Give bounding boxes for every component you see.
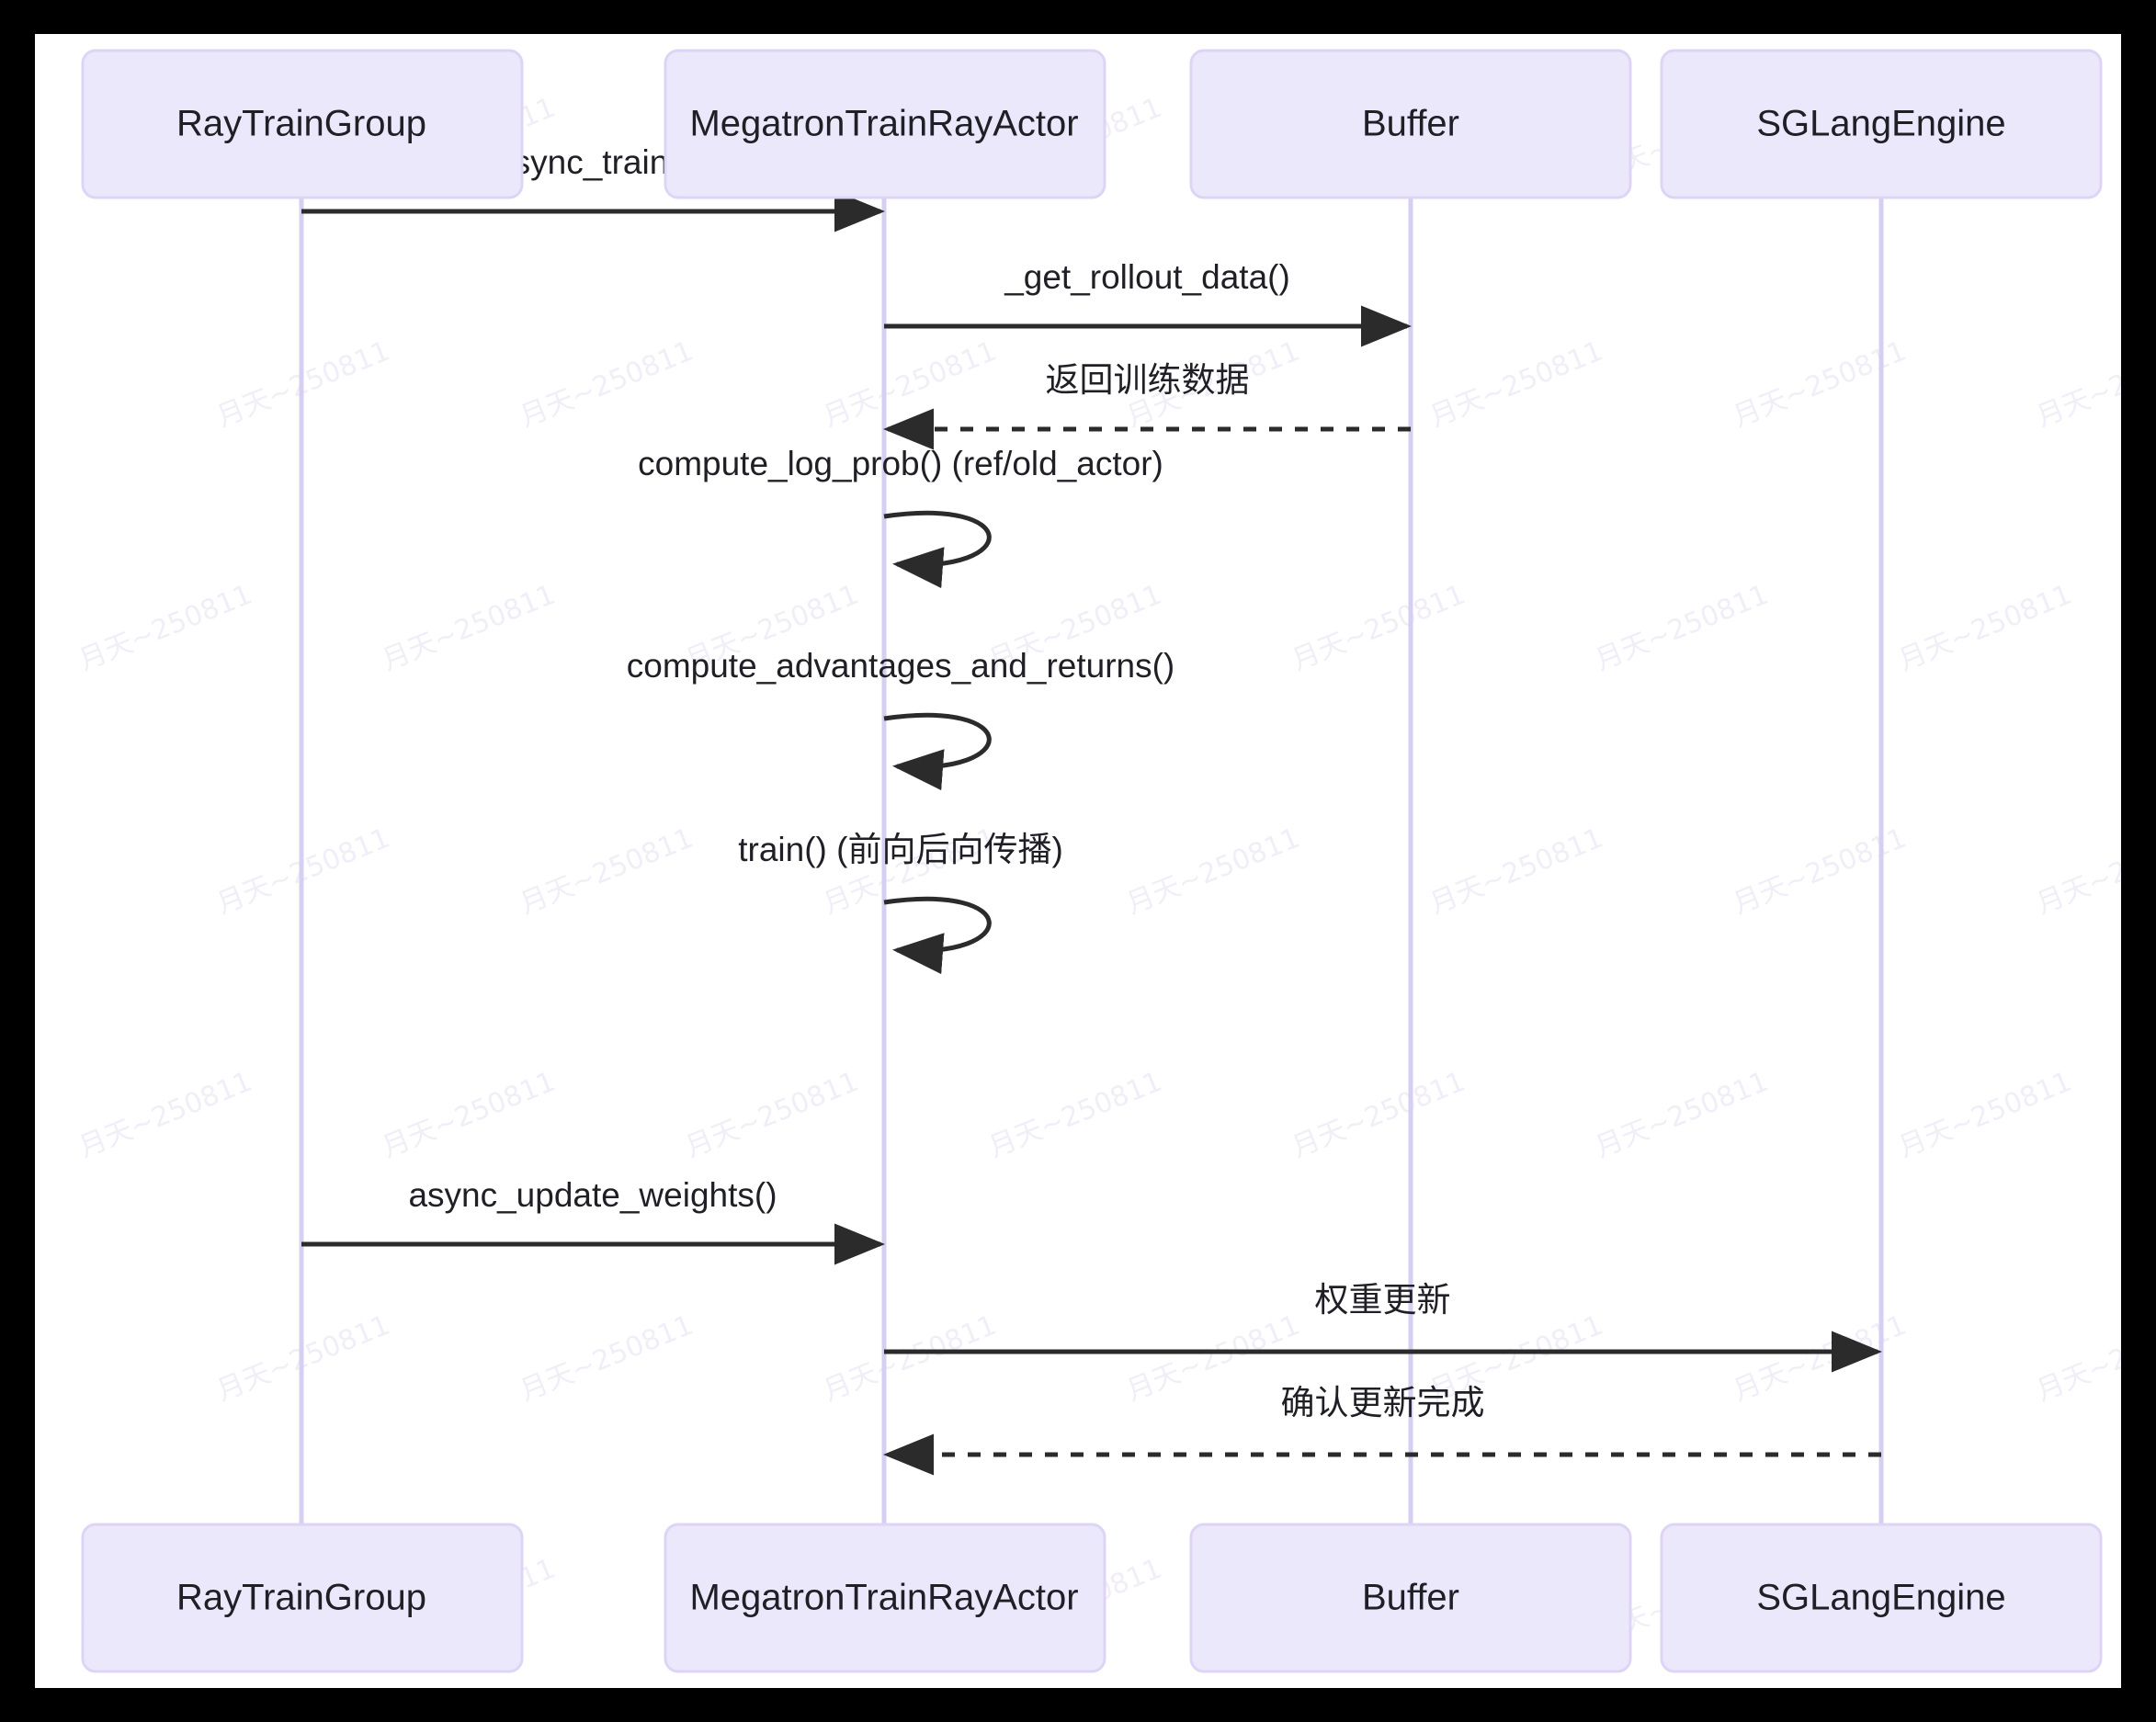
self-call-loop [883, 896, 992, 975]
message-label: train() (前向后向传播) [738, 831, 1063, 868]
participant-raytraingroup-top[interactable]: RayTrainGroup [81, 49, 524, 199]
participant-box [81, 1523, 524, 1673]
message-label: compute_log_prob() (ref/old_actor) [638, 445, 1163, 482]
participant-box [1189, 49, 1632, 199]
message-8-solid[interactable]: 权重更新 [884, 1281, 1882, 1373]
participant-label: RayTrainGroup [176, 104, 426, 144]
message-label: 权重更新 [1315, 1281, 1451, 1319]
participant-label: MegatronTrainRayActor [689, 1578, 1078, 1618]
participant-megatrontrainrayactor-top[interactable]: MegatronTrainRayActor [664, 49, 1106, 199]
participant-buffer-bottom[interactable]: Buffer [1189, 1523, 1632, 1673]
participant-label: RayTrainGroup [176, 1578, 426, 1618]
participant-megatrontrainrayactor-bottom[interactable]: MegatronTrainRayActor [664, 1523, 1106, 1673]
participant-label: MegatronTrainRayActor [689, 104, 1078, 144]
message-3-dashed[interactable]: 返回训练数据 [883, 361, 1411, 450]
message-label: async_train() [494, 143, 691, 181]
participant-box [1660, 1523, 2103, 1673]
message-6-self-loop[interactable]: train() (前向后向传播) [738, 831, 1063, 975]
participant-box [664, 49, 1106, 199]
self-call-loop [883, 712, 992, 791]
message-1-solid[interactable]: async_train() [301, 143, 885, 232]
participant-label: Buffer [1362, 1578, 1459, 1618]
message-label: compute_advantages_and_returns() [627, 647, 1175, 685]
participant-box [81, 49, 524, 199]
message-label: _get_rollout_data() [1004, 258, 1290, 296]
participant-label: Buffer [1362, 104, 1459, 144]
message-4-self-loop[interactable]: compute_log_prob() (ref/old_actor) [638, 445, 1163, 589]
participant-raytraingroup-bottom[interactable]: RayTrainGroup [81, 1523, 524, 1673]
message-2-solid[interactable]: _get_rollout_data() [884, 258, 1412, 347]
sequence-diagram-svg: async_train() _get_rollout_data() 返回训练数据 co… [81, 49, 2103, 1673]
message-7-solid[interactable]: async_update_weights() [301, 1176, 885, 1265]
participant-label: SGLangEngine [1756, 1578, 2005, 1618]
self-call-loop [883, 510, 992, 589]
message-5-self-loop[interactable]: compute_advantages_and_returns() [627, 647, 1175, 791]
message-label: 返回训练数据 [1046, 361, 1250, 399]
message-label: async_update_weights() [408, 1176, 777, 1214]
participant-sglangengine-top[interactable]: SGLangEngine [1660, 49, 2103, 199]
participant-sglangengine-bottom[interactable]: SGLangEngine [1660, 1523, 2103, 1673]
messages-group: async_train() _get_rollout_data() 返回训练数据 co… [301, 143, 1882, 1476]
message-label: 确认更新完成 [1281, 1384, 1485, 1422]
participant-buffer-top[interactable]: Buffer [1189, 49, 1632, 199]
message-9-dashed[interactable]: 确认更新完成 [883, 1384, 1881, 1476]
participant-label: SGLangEngine [1756, 104, 2005, 144]
participant-box [664, 1523, 1106, 1673]
participant-box [1660, 49, 2103, 199]
participant-box [1189, 1523, 1632, 1673]
